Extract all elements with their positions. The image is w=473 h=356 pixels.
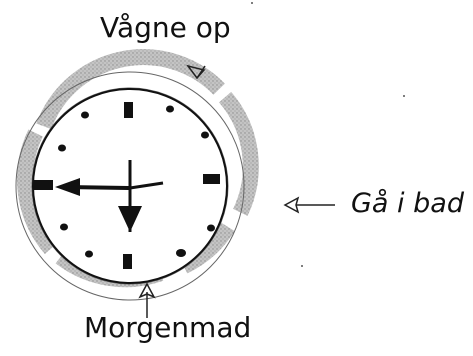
label-morgenmad: Morgenmad bbox=[84, 314, 251, 342]
hour-mark-12 bbox=[124, 102, 133, 118]
arrow-ga-i-bad bbox=[285, 198, 335, 212]
hour-mark-2 bbox=[201, 132, 209, 139]
hour-mark-3 bbox=[203, 174, 220, 184]
hour-mark-5 bbox=[176, 249, 186, 257]
ring-segment-right bbox=[225, 97, 251, 212]
hour-mark-11 bbox=[81, 112, 89, 119]
hour-mark-7 bbox=[85, 251, 93, 258]
hour-mark-8 bbox=[60, 224, 68, 231]
hour-mark-4 bbox=[207, 225, 215, 232]
scan-specks bbox=[251, 2, 405, 267]
hour-mark-6 bbox=[123, 254, 132, 269]
label-vagne-op: Vågne op bbox=[100, 14, 231, 42]
hour-mark-1 bbox=[166, 106, 174, 113]
label-ga-i-bad: Gå i bad bbox=[351, 190, 464, 217]
hour-mark-9 bbox=[33, 180, 53, 190]
hour-mark-10 bbox=[58, 145, 66, 152]
